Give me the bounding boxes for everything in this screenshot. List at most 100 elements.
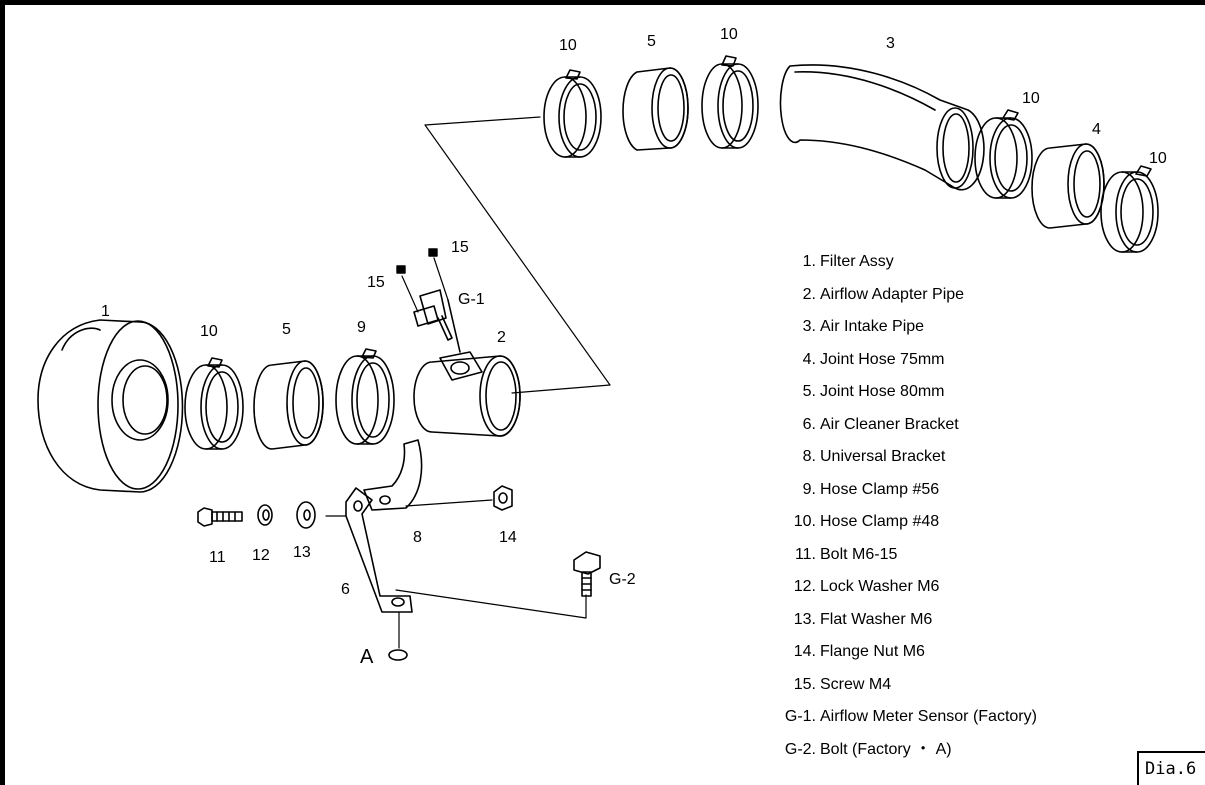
legend-item-number: 13. xyxy=(793,610,816,628)
callout-11: 11 xyxy=(209,549,226,566)
hose-clamp-upper-1 xyxy=(543,69,602,158)
legend-item-number: 6. xyxy=(802,415,816,433)
callout-8: 8 xyxy=(413,529,422,546)
callout-g1: G-1 xyxy=(458,291,485,308)
callout-10: 10 xyxy=(559,37,577,54)
callout-12: 12 xyxy=(252,547,270,564)
legend-item-text: Screw M4 xyxy=(820,675,892,693)
legend-item-text: Joint Hose 80mm xyxy=(820,383,945,400)
legend-item-text: Airflow Meter Sensor (Factory) xyxy=(820,708,1037,725)
legend-item-text: Airflow Adapter Pipe xyxy=(820,285,965,303)
filter-assy xyxy=(37,319,184,493)
legend-item-number: 11. xyxy=(794,545,816,563)
legend-item: 4.Joint Hose 75mm xyxy=(760,344,1037,377)
joint-hose-75mm xyxy=(1031,143,1105,229)
legend-item-number: 4. xyxy=(802,350,816,368)
callout-10: 10 xyxy=(1149,150,1167,167)
callout-15: 15 xyxy=(451,239,469,256)
legend-item-text: Filter Assy xyxy=(820,253,894,270)
leader-line-upper-to-pipe xyxy=(424,116,611,394)
callout-labels: 10 5 10 3 10 4 10 15 15 G-1 1 10 5 9 2 1… xyxy=(101,26,1167,668)
hose-clamp-lower-1 xyxy=(184,357,244,450)
airflow-meter-sensor xyxy=(413,289,461,353)
legend-item-text: Flange Nut M6 xyxy=(820,643,925,660)
callout-9: 9 xyxy=(357,319,366,336)
flat-washer-m6 xyxy=(296,501,316,529)
callout-4: 4 xyxy=(1092,121,1101,138)
legend-item: 1.Filter Assy xyxy=(760,246,1037,279)
lock-washer-m6 xyxy=(257,504,273,526)
callout-5: 5 xyxy=(647,33,656,50)
legend-item-number: 3. xyxy=(802,318,816,335)
legend-item-number: 1. xyxy=(802,253,816,270)
legend-item: 14.Flange Nut M6 xyxy=(760,636,1037,669)
legend-item-number: 15. xyxy=(793,675,816,693)
hose-clamp-56 xyxy=(335,348,395,445)
leader-line-screw-b xyxy=(433,257,449,301)
air-intake-pipe xyxy=(779,64,985,191)
joint-hose-80mm xyxy=(253,360,324,450)
legend-item: 2.Airflow Adapter Pipe xyxy=(760,279,1037,312)
legend-item-number: 12. xyxy=(793,578,816,595)
legend-item-number: G-2. xyxy=(784,740,816,758)
legend-item: 8.Universal Bracket xyxy=(760,441,1037,474)
legend-item: 3.Air Intake Pipe xyxy=(760,311,1037,344)
leader-lines xyxy=(325,116,611,649)
legend-item: 12.Lock Washer M6 xyxy=(760,571,1037,604)
legend-item-number: 5. xyxy=(802,383,816,400)
legend-item: 5.Joint Hose 80mm xyxy=(760,376,1037,409)
bolt-g2 xyxy=(573,551,601,597)
legend-item: G-2.Bolt (Factory ・ A) xyxy=(760,734,1037,767)
legend-item-number: 8. xyxy=(802,448,816,465)
airflow-adapter-pipe xyxy=(413,351,521,437)
callout-13: 13 xyxy=(293,544,311,561)
point-a-marker xyxy=(388,649,408,661)
legend-item-number: 10. xyxy=(793,513,816,530)
leader-line-screw-a xyxy=(401,275,419,313)
callout-1: 1 xyxy=(101,303,110,320)
legend-item-text: Hose Clamp #48 xyxy=(820,513,940,530)
legend-item-text: Hose Clamp #56 xyxy=(820,480,940,498)
callout-10: 10 xyxy=(200,323,218,340)
diagram-number-badge: Dia.6 xyxy=(1137,751,1205,785)
callout-10: 10 xyxy=(720,26,738,43)
hose-clamp-upper-2 xyxy=(701,55,759,149)
legend-item: 6.Air Cleaner Bracket xyxy=(760,409,1037,442)
universal-bracket xyxy=(363,439,423,511)
flange-nut-m6 xyxy=(493,485,513,511)
legend-item-text: Flat Washer M6 xyxy=(820,610,933,628)
legend-item-text: Lock Washer M6 xyxy=(820,578,940,595)
leader-line-bolt-g2 xyxy=(395,589,587,619)
legend-item-number: 14. xyxy=(793,643,816,660)
hose-clamp-right-1 xyxy=(974,109,1033,199)
legend-item: G-1.Airflow Meter Sensor (Factory) xyxy=(760,701,1037,734)
legend-item: 9.Hose Clamp #56 xyxy=(760,474,1037,507)
screws-m4 xyxy=(396,248,438,274)
legend-item-number: 9. xyxy=(802,480,816,498)
legend-item-number: 2. xyxy=(802,285,816,303)
legend-item-text: Air Intake Pipe xyxy=(820,318,925,335)
leader-line-nut-14 xyxy=(405,499,493,507)
joint-hose-upper xyxy=(622,67,689,151)
callout-10: 10 xyxy=(1022,90,1040,107)
callout-3: 3 xyxy=(886,35,895,52)
air-cleaner-bracket xyxy=(345,487,413,613)
legend-item-text: Universal Bracket xyxy=(820,448,946,465)
callout-2: 2 xyxy=(497,329,506,346)
callout-g2: G-2 xyxy=(609,571,636,588)
legend-item: 11.Bolt M6-15 xyxy=(760,539,1037,572)
legend-item: 15.Screw M4 xyxy=(760,669,1037,702)
legend-item-text: Joint Hose 75mm xyxy=(820,350,945,368)
callout-6: 6 xyxy=(341,581,350,598)
legend-item-number: G-1. xyxy=(784,708,816,725)
callout-15: 15 xyxy=(367,274,385,291)
bolt-m6-15 xyxy=(197,507,243,527)
legend-item: 13.Flat Washer M6 xyxy=(760,604,1037,637)
legend-item-text: Bolt (Factory ・ A) xyxy=(820,740,952,758)
legend-item-text: Air Cleaner Bracket xyxy=(820,415,959,433)
legend-item-text: Bolt M6-15 xyxy=(820,545,898,563)
